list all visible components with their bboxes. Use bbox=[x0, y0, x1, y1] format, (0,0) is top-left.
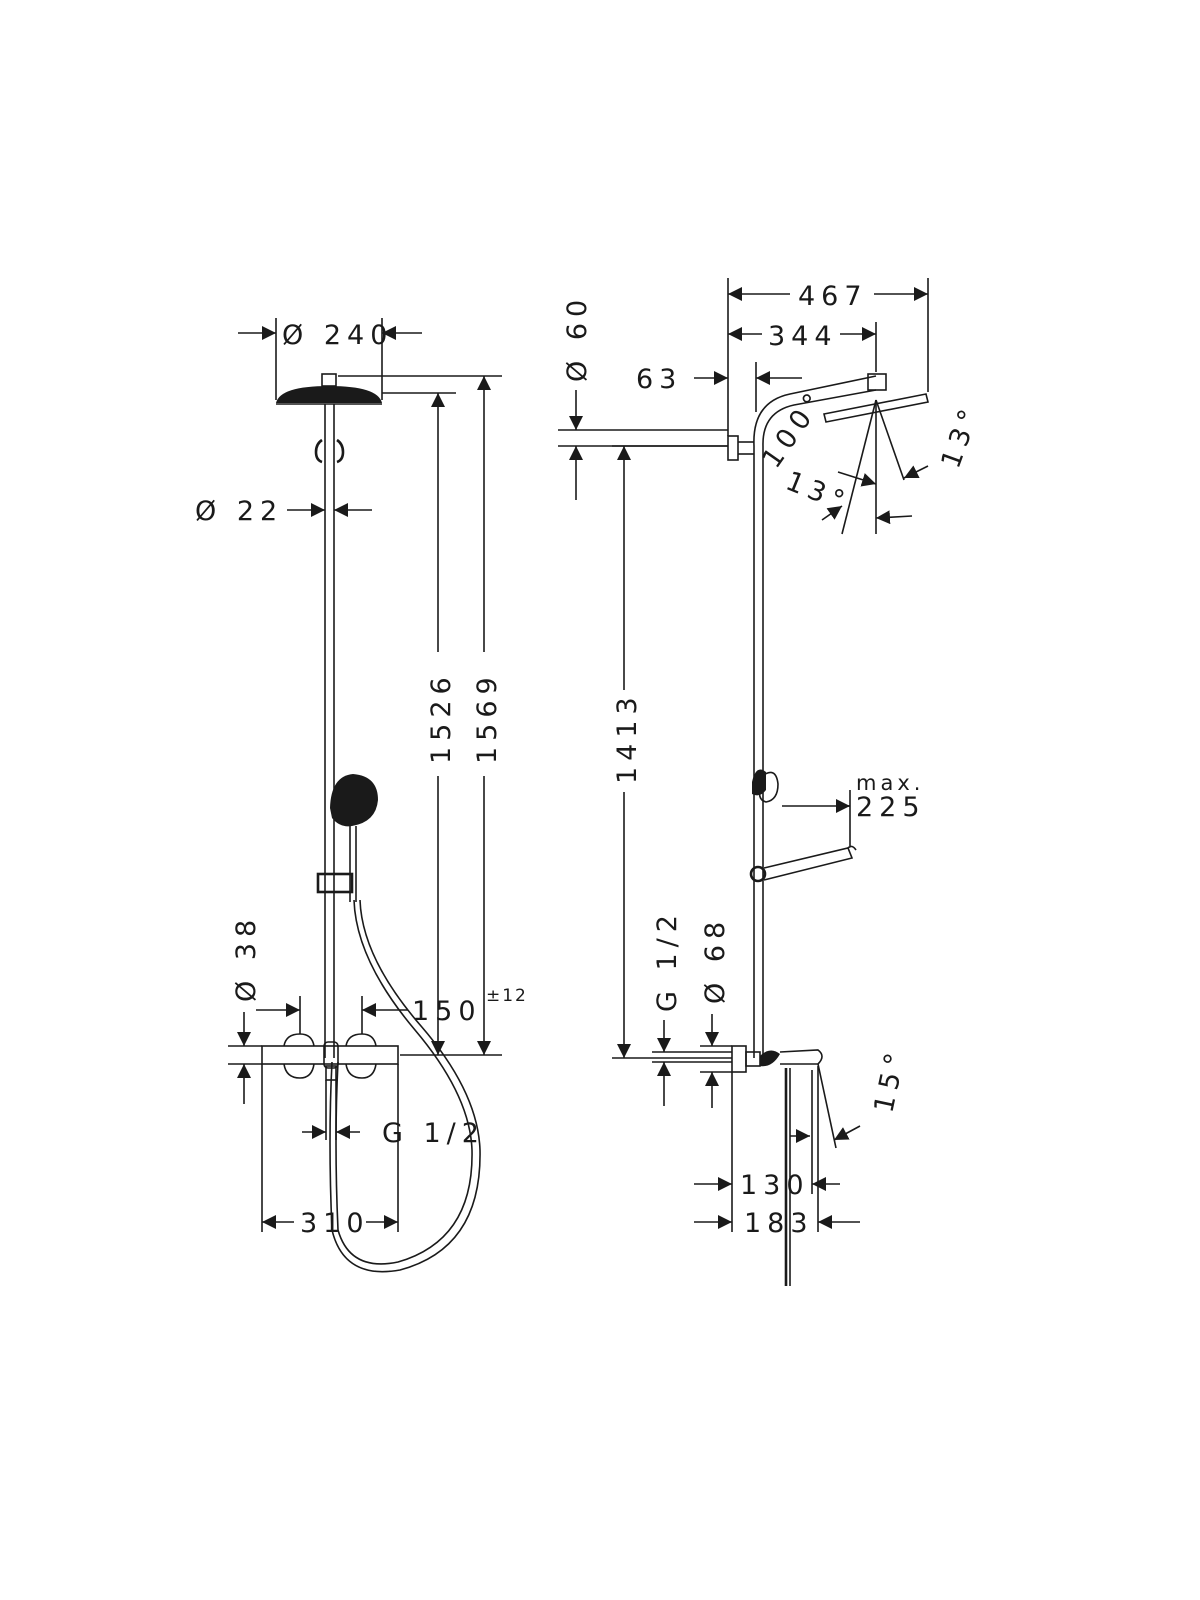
dim-head-tilt-angle: 100° bbox=[756, 383, 832, 474]
dim-text: 344 bbox=[768, 321, 838, 352]
dim-text: 310 bbox=[300, 1208, 370, 1239]
head-connector bbox=[321, 373, 337, 387]
dim-wall-offset: 63 bbox=[636, 362, 802, 412]
dim-side-thread: G 1/2 bbox=[652, 909, 732, 1106]
side-view: 467 344 63 Ø 60 100° 13° 13° bbox=[558, 278, 987, 1286]
slider-holder bbox=[316, 872, 354, 894]
dim-label: max. bbox=[856, 771, 924, 795]
dim-head-projection-total: 467 bbox=[727, 278, 929, 436]
dim-text: 130 bbox=[740, 1170, 810, 1201]
dim-text: Ø 240 bbox=[282, 320, 393, 351]
dim-text: G 1/2 bbox=[652, 909, 683, 1012]
side-mixer-spout bbox=[731, 1045, 823, 1286]
dim-spray-angle-a: 13° bbox=[935, 400, 987, 472]
dim-spout-projections: 130 183 bbox=[694, 1066, 860, 1239]
dim-heights: 1526 1569 bbox=[338, 375, 503, 1056]
dim-text: 467 bbox=[798, 281, 868, 312]
dim-bracket-height: 1413 bbox=[612, 445, 732, 1059]
dim-spout-angle: 15° bbox=[790, 1045, 913, 1149]
dim-spout-diameter: Ø 68 bbox=[700, 916, 732, 1108]
dim-text: 15° bbox=[869, 1045, 913, 1116]
side-riser-pipe bbox=[727, 375, 877, 1058]
dim-text: 1413 bbox=[612, 691, 643, 784]
dim-text: 183 bbox=[744, 1208, 814, 1239]
dim-text: 63 bbox=[636, 364, 682, 395]
dim-text: 1526 bbox=[426, 671, 457, 764]
dim-mixer-width: 310 bbox=[261, 1064, 399, 1239]
head-disc bbox=[276, 386, 382, 403]
hand-shower bbox=[330, 774, 378, 902]
dim-head-projection: 344 bbox=[728, 321, 877, 372]
spray-angle-lines bbox=[821, 399, 929, 535]
side-shower-head bbox=[823, 373, 929, 423]
dim-text: 1569 bbox=[472, 671, 503, 764]
shower-hose bbox=[329, 899, 481, 1273]
dim-text: Ø 68 bbox=[700, 916, 731, 1004]
dim-text: Ø 60 bbox=[562, 294, 593, 382]
front-view: Ø 240 Ø 22 1526 1569 Ø 38 bbox=[195, 318, 528, 1273]
dim-text: 150 bbox=[412, 996, 482, 1027]
dim-pipe-diameter: Ø 22 bbox=[195, 496, 372, 527]
dim-connection-spacing: 150 ±12 bbox=[256, 986, 528, 1034]
thermostat-mixer bbox=[261, 1033, 399, 1081]
dim-head-diameter: Ø 240 bbox=[238, 318, 422, 400]
dim-mixer-diameter: Ø 38 bbox=[228, 914, 262, 1104]
riser-pipe bbox=[314, 404, 345, 1058]
dim-holder-projection: max. 225 bbox=[782, 771, 926, 846]
dim-bracket-diameter: Ø 60 bbox=[558, 294, 728, 500]
dim-text: Ø 22 bbox=[195, 496, 283, 527]
dim-tolerance: ±12 bbox=[486, 986, 528, 1006]
side-hand-shower bbox=[749, 769, 857, 883]
rain-shower-head bbox=[276, 373, 382, 405]
dim-text: 225 bbox=[856, 792, 926, 823]
dim-text: Ø 38 bbox=[231, 914, 262, 1002]
